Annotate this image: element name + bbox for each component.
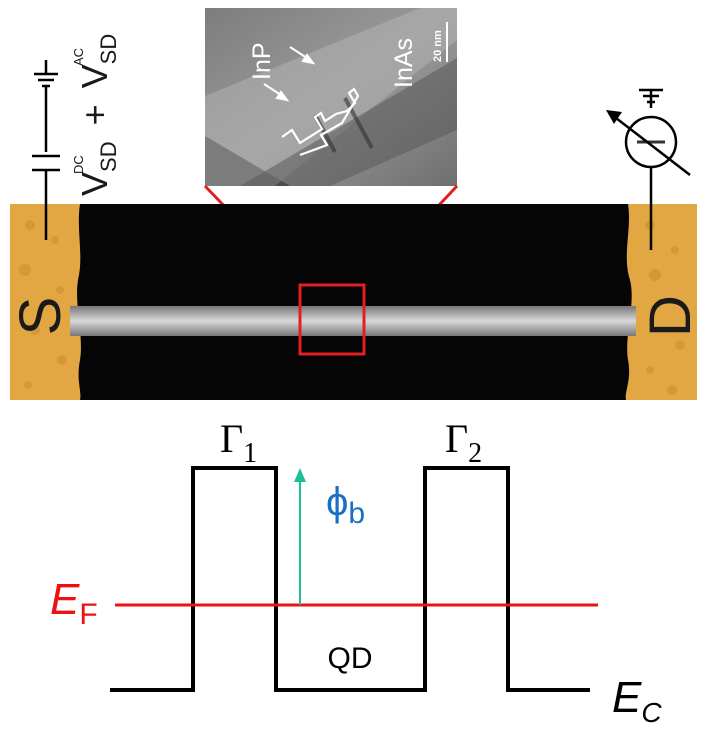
source-electrode bbox=[10, 204, 81, 400]
svg-text:VSD + VSD: VSD + VSD bbox=[74, 34, 124, 196]
gamma-2-label: Γ2 bbox=[445, 416, 482, 469]
source-label: S bbox=[8, 297, 73, 336]
band-diagram: Γ1 Γ2 ϕb EF EC QD bbox=[50, 416, 662, 728]
quantum-dot-label: QD bbox=[328, 642, 373, 675]
inp-arrow-2 bbox=[289, 46, 316, 65]
tem-inset: InP InAs 20 nm bbox=[205, 8, 457, 186]
label-inp: InP bbox=[248, 42, 276, 80]
fermi-level-label: EF bbox=[50, 575, 98, 631]
phi-b-label: ϕb bbox=[326, 480, 365, 530]
gamma-1-label: Γ1 bbox=[220, 416, 257, 469]
bias-voltage-label: VSD + VSD DC AC bbox=[71, 34, 124, 196]
nanowire bbox=[70, 306, 636, 336]
drain-electrode bbox=[625, 204, 697, 400]
inp-arrow-1 bbox=[263, 83, 290, 102]
zoom-region-box bbox=[298, 283, 366, 356]
sem-device: S D bbox=[8, 204, 703, 400]
voltage-source-symbol bbox=[32, 60, 60, 240]
scalebar-label: 20 nm bbox=[432, 30, 444, 62]
barrier-outline bbox=[281, 87, 360, 157]
bias-sup-dc: DC bbox=[71, 155, 86, 174]
ammeter-symbol bbox=[606, 88, 691, 250]
label-inas: InAs bbox=[390, 38, 418, 88]
drain-label: D bbox=[638, 295, 703, 337]
conduction-band-edge bbox=[110, 466, 590, 692]
conduction-band-label: EC bbox=[612, 673, 662, 728]
heterointerface-2 bbox=[343, 97, 374, 149]
phi-b-arrowhead bbox=[294, 468, 306, 482]
bias-sup-ac: AC bbox=[71, 48, 86, 66]
